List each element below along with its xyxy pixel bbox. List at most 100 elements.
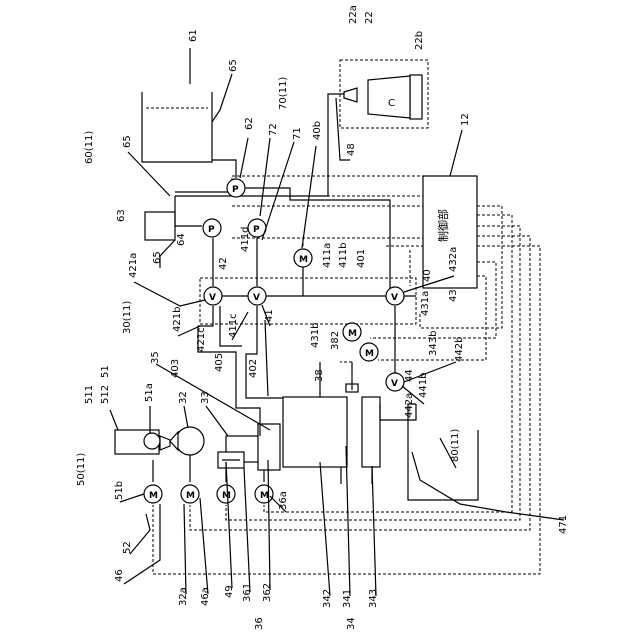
boiler-341: [283, 397, 347, 467]
nozzle-22a: [344, 88, 357, 102]
valve-44-symbol: V: [391, 379, 398, 389]
label-343b: 343b: [428, 331, 439, 356]
label-431a: 431a: [420, 291, 431, 316]
label-40: 40: [422, 269, 433, 282]
label-32a: 32a: [178, 587, 189, 606]
label-22: 22: [364, 11, 375, 24]
motor-40b-symbol: M: [299, 255, 308, 265]
pump-64-symbol: P: [208, 225, 215, 235]
label-80: 80(11): [450, 429, 461, 462]
label-442a: 442a: [404, 393, 415, 418]
motor-36a: M: [255, 485, 273, 503]
label-421c: 421c: [196, 327, 207, 352]
motor-36a-symbol: M: [260, 491, 269, 501]
valve-43-symbol: V: [391, 293, 398, 303]
motor-51b-symbol: M: [149, 491, 158, 501]
label-70: 70(11): [278, 77, 289, 110]
motor-343b-symbol: M: [365, 349, 374, 359]
valve-42: V: [204, 287, 222, 305]
label-34: 34: [346, 617, 357, 630]
label-63: 63: [116, 209, 127, 222]
label-60: 60(11): [84, 131, 95, 164]
pump-72-symbol: P: [253, 225, 260, 235]
grinder-51a: [144, 433, 160, 449]
label-471: 471: [558, 515, 569, 534]
motor-32a: M: [181, 485, 199, 503]
label-361: 361: [242, 583, 253, 602]
label-62: 62: [244, 117, 255, 130]
motor-32a-symbol: M: [186, 491, 195, 501]
part-22b: [410, 75, 422, 119]
label-49: 49: [224, 585, 235, 598]
pump-32-inlet: [170, 432, 178, 450]
cup-c: [368, 76, 410, 118]
label-38: 38: [314, 369, 325, 382]
water-tank-61: [142, 92, 212, 162]
controller-label: 制御部: [436, 209, 450, 242]
label-432a: 432a: [448, 247, 459, 272]
label-51: 51: [100, 365, 111, 378]
reference-labels: 22a 22 22b 61 65 62 72 71 70(11) 40b 60(…: [76, 5, 569, 630]
label-51b: 51b: [114, 481, 125, 500]
label-22b: 22b: [414, 31, 425, 50]
label-411c: 411c: [228, 313, 239, 338]
valve-42-symbol: V: [209, 293, 216, 303]
label-50: 50(11): [76, 453, 87, 486]
label-65b: 65: [122, 135, 133, 148]
label-342: 342: [322, 589, 333, 608]
label-405: 405: [214, 353, 225, 372]
brew-chamber-361: [258, 424, 280, 470]
component-63: [145, 212, 175, 240]
valve-44: V: [386, 373, 404, 391]
label-36: 36: [254, 617, 265, 630]
cup-label: C: [388, 98, 395, 109]
label-382: 382: [330, 331, 341, 350]
motor-40b: M: [294, 249, 312, 267]
label-64: 64: [176, 233, 187, 246]
label-431b: 431b: [310, 323, 321, 348]
label-30: 30(11): [122, 301, 133, 334]
label-71: 71: [292, 127, 303, 140]
label-65a: 65: [228, 59, 239, 72]
label-421a: 421a: [128, 253, 139, 278]
label-341: 341: [342, 589, 353, 608]
label-411d: 411d: [240, 227, 251, 252]
motor-382-symbol: M: [348, 329, 357, 339]
label-36a: 36a: [278, 491, 289, 510]
waste-container-80: [408, 430, 478, 500]
label-362: 362: [262, 583, 273, 602]
label-42: 42: [218, 257, 229, 270]
label-43: 43: [448, 289, 459, 302]
label-511: 511: [84, 385, 95, 404]
valve-43: V: [386, 287, 404, 305]
motor-343b: M: [360, 343, 378, 361]
pump-62-symbol: P: [232, 185, 239, 195]
pump-62: P: [227, 179, 245, 197]
motor-382: M: [343, 323, 361, 341]
pump-32: [176, 427, 204, 455]
tank-343: [362, 397, 380, 467]
label-32: 32: [178, 391, 189, 404]
valve-41: V: [248, 287, 266, 305]
label-61: 61: [188, 29, 199, 42]
label-40b: 40b: [312, 121, 323, 140]
chute-51: [160, 436, 170, 450]
label-421b: 421b: [172, 307, 183, 332]
label-402: 402: [248, 359, 259, 378]
label-512: 512: [100, 385, 111, 404]
label-12: 12: [460, 113, 471, 126]
label-411a: 411a: [322, 243, 333, 268]
valve-41-symbol: V: [253, 293, 260, 303]
label-401: 401: [356, 249, 367, 268]
label-65c: 65: [152, 251, 163, 264]
label-72: 72: [268, 123, 279, 136]
label-442b: 442b: [454, 337, 465, 362]
label-22a: 22a: [348, 5, 359, 24]
motor-46a-symbol: M: [222, 491, 231, 501]
label-35: 35: [150, 351, 161, 364]
label-411b: 411b: [338, 243, 349, 268]
pump-64: P: [203, 219, 221, 237]
label-46: 46: [114, 569, 125, 582]
